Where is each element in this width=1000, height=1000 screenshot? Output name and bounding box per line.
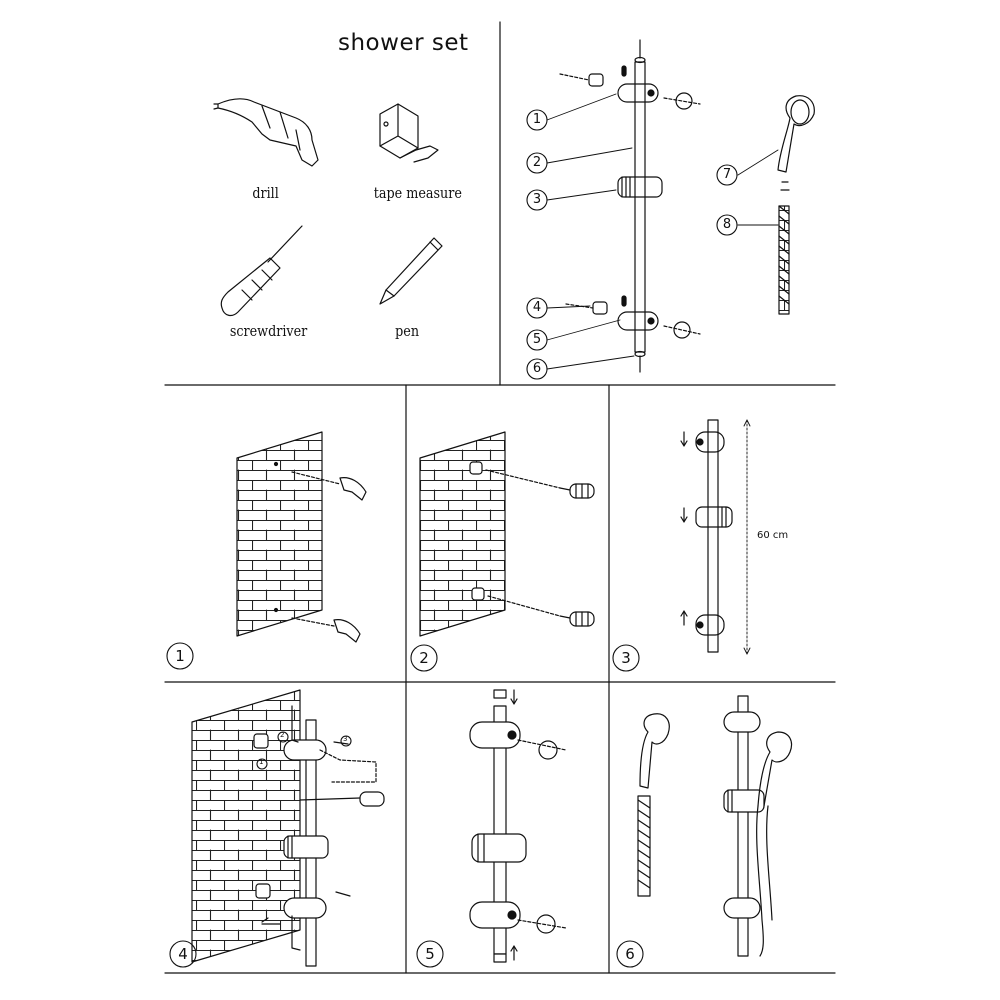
step6-complete-set: [637, 695, 793, 957]
slide-rail-exploded: [546, 39, 815, 373]
tool-label-screwdriver: screwdriver: [229, 322, 308, 340]
step4-marker-3: 3: [343, 735, 348, 743]
part-number-3: 3: [532, 192, 542, 207]
step4-rail-mounting: [191, 689, 385, 967]
panel-grid: [164, 21, 836, 974]
tape-measure-icon: [379, 103, 439, 163]
part-number-8: 8: [722, 217, 732, 232]
rail-length-label: 60 cm: [757, 530, 789, 541]
step3-rail-positioning: [680, 419, 751, 655]
step-number-2: 2: [419, 649, 429, 667]
step1-wall-drilling: [236, 431, 367, 643]
part-number-6: 6: [532, 361, 542, 376]
tool-label-drill: drill: [252, 184, 279, 202]
tool-label-pen: pen: [395, 322, 420, 340]
step5-rail-assembly: [469, 689, 567, 963]
screwdriver-icon: [220, 225, 303, 317]
step-number-1: 1: [175, 647, 185, 665]
tool-label-tape-measure: tape measure: [373, 184, 462, 202]
step-number-3: 3: [621, 649, 631, 667]
step-number-4: 4: [178, 945, 188, 963]
part-number-2: 2: [532, 155, 542, 170]
step2-fixing-brackets: [419, 431, 595, 637]
drill-icon: [213, 98, 319, 167]
step-number-5: 5: [425, 945, 435, 963]
step-number-6: 6: [625, 945, 635, 963]
part-number-5: 5: [532, 332, 542, 347]
part-number-7: 7: [722, 167, 732, 182]
step4-marker-1: 1: [259, 758, 264, 766]
callout-circles: [166, 109, 738, 968]
part-number-1: 1: [532, 112, 542, 127]
part-number-4: 4: [532, 300, 542, 315]
step4-marker-2: 2: [280, 731, 285, 739]
pen-icon: [379, 237, 443, 305]
page-title: shower set: [338, 30, 469, 56]
